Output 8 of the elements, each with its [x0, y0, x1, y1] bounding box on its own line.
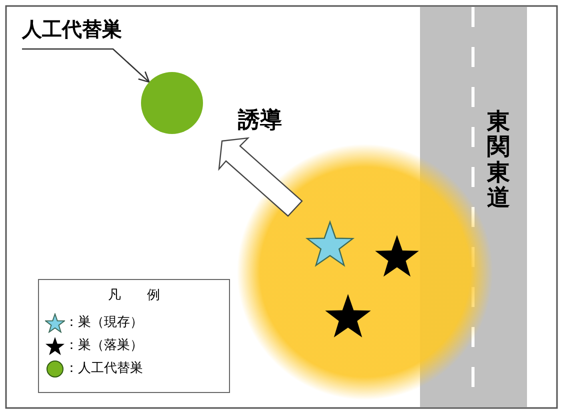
legend-text: ：巣（落巣）	[65, 337, 143, 355]
legend-title: 凡 例	[107, 287, 161, 304]
leader-line	[22, 48, 150, 83]
legend-text: ：人工代替巣	[65, 360, 143, 378]
direction-label: 誘導	[238, 107, 282, 135]
legend-text: ：巣（現存）	[65, 314, 143, 332]
callout-text: 人工代替巣	[22, 14, 152, 44]
road-label: 東関東道	[487, 110, 510, 212]
